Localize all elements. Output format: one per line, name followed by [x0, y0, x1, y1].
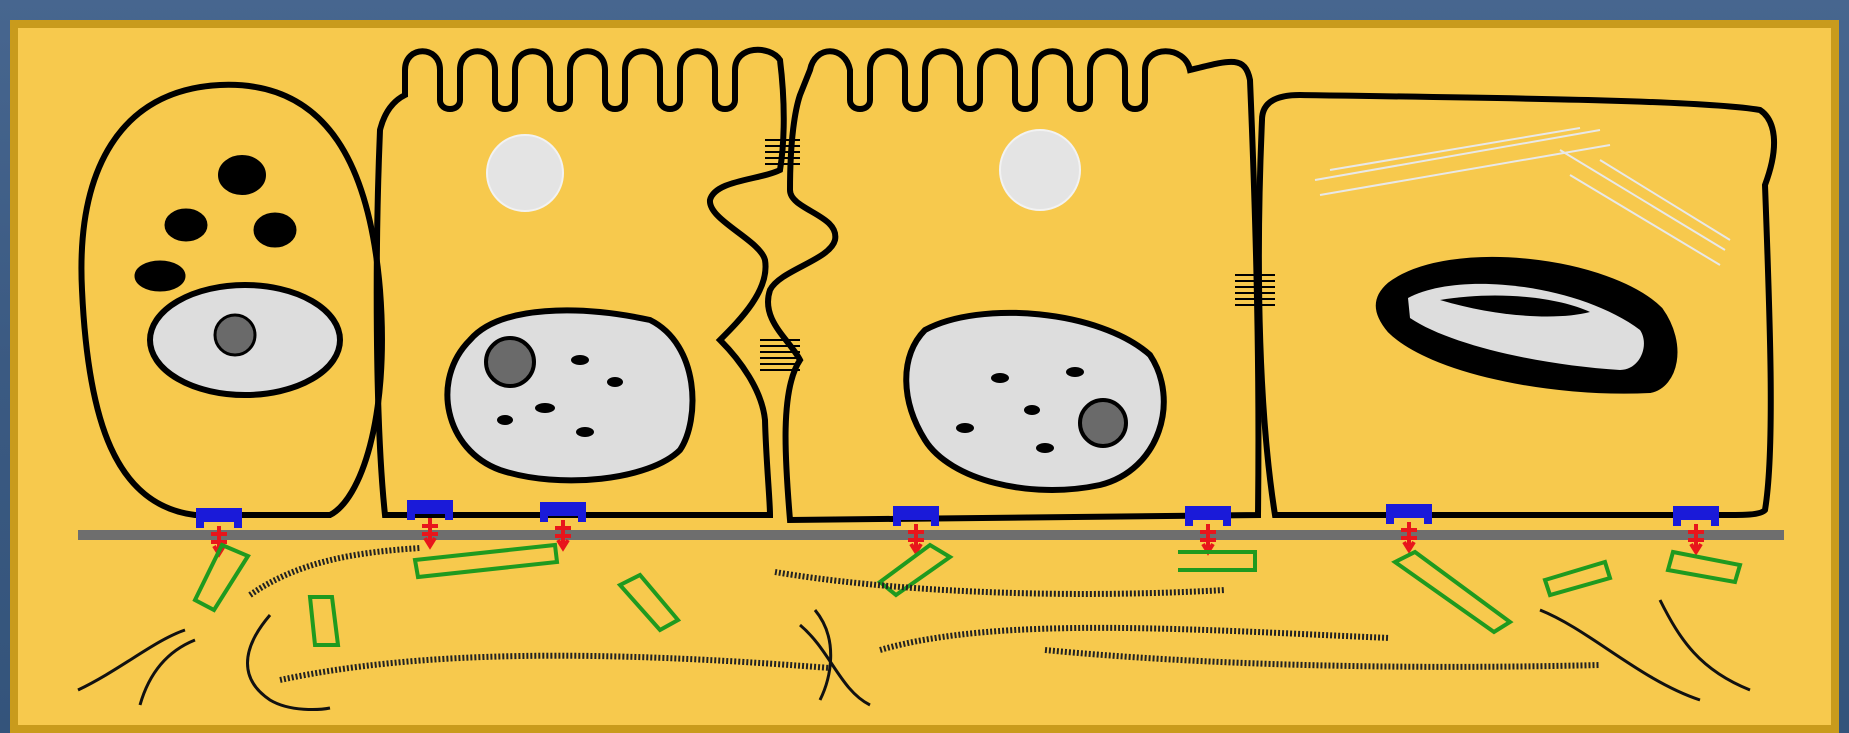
cell-4-icon	[1259, 95, 1774, 515]
cell-2-icon	[377, 50, 784, 515]
fibril-icon	[250, 548, 1600, 680]
collagen-fiber-icon	[195, 545, 1740, 645]
cell-3-icon	[768, 51, 1258, 520]
cell-1-icon	[81, 85, 382, 515]
nucleus-icon	[906, 313, 1164, 490]
basement-membrane-icon	[78, 530, 1784, 540]
nucleus-icon	[447, 310, 692, 480]
hemidesmosome-icon	[196, 500, 1719, 554]
